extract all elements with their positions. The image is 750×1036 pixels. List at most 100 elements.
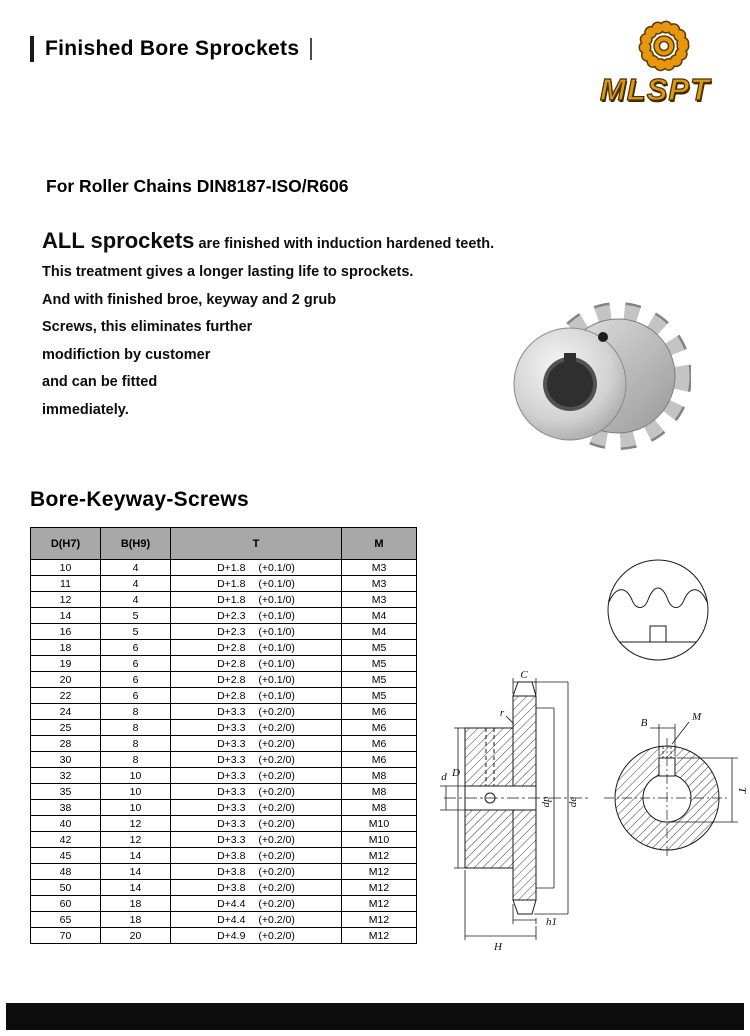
intro-line: and can be fitted <box>42 374 158 390</box>
table-row: 14 5 D+2.3(+0.1/0) M4 <box>30 607 417 624</box>
cell-bore: 16 <box>30 623 101 640</box>
cell-bore: 48 <box>30 863 101 880</box>
col-header-t: T <box>170 527 342 560</box>
intro-lead: ALL sprockets <box>42 228 195 253</box>
cell-screw: M12 <box>341 879 417 896</box>
cell-keyway: 12 <box>100 815 171 832</box>
intro-first-line: ALL sprockets are finished with inductio… <box>42 228 497 254</box>
cell-t-value: D+3.3 <box>217 769 246 782</box>
table-row: 12 4 D+1.8(+0.1/0) M3 <box>30 591 417 608</box>
cell-keyway: 6 <box>100 639 171 656</box>
cell-t: D+3.3(+0.2/0) <box>170 751 342 768</box>
intro-line: And with finished broe, keyway and 2 gru… <box>42 291 337 308</box>
dim-label-d: d <box>441 771 447 783</box>
cell-t: D+3.3(+0.2/0) <box>170 815 342 832</box>
cell-t-tolerance: (+0.1/0) <box>258 641 295 654</box>
section-title: Bore-Keyway-Screws <box>30 488 249 511</box>
cell-keyway: 4 <box>100 591 171 608</box>
cell-screw: M12 <box>341 863 417 880</box>
gear-logo-icon <box>638 20 690 72</box>
tooth-profile-diagram <box>607 559 709 661</box>
cell-keyway: 6 <box>100 687 171 704</box>
cell-t-tolerance: (+0.2/0) <box>258 769 295 782</box>
cell-t: D+3.3(+0.2/0) <box>170 783 342 800</box>
dim-label-D: D <box>451 767 460 779</box>
cell-t-value: D+3.3 <box>217 801 246 814</box>
cell-t: D+3.3(+0.2/0) <box>170 719 342 736</box>
cell-t: D+4.4(+0.2/0) <box>170 895 342 912</box>
cell-screw: M8 <box>341 783 417 800</box>
table-row: 40 12 D+3.3(+0.2/0) M10 <box>30 815 417 832</box>
table-row: 42 12 D+3.3(+0.2/0) M10 <box>30 831 417 848</box>
cell-screw: M3 <box>341 591 417 608</box>
table-row: 22 6 D+2.8(+0.1/0) M5 <box>30 687 417 704</box>
dim-label-dp: dp <box>540 796 552 808</box>
cell-t-tolerance: (+0.2/0) <box>258 705 295 718</box>
cell-keyway: 10 <box>100 799 171 816</box>
cell-keyway: 5 <box>100 623 171 640</box>
subtitle: For Roller Chains DIN8187-ISO/R606 <box>46 176 349 196</box>
table-row: 35 10 D+3.3(+0.2/0) M8 <box>30 783 417 800</box>
cell-t-value: D+2.3 <box>217 625 246 638</box>
cell-t-value: D+2.3 <box>217 609 246 622</box>
cell-screw: M4 <box>341 607 417 624</box>
table-row: 16 5 D+2.3(+0.1/0) M4 <box>30 623 417 640</box>
cell-bore: 14 <box>30 607 101 624</box>
dim-label-H: H <box>493 941 503 953</box>
table-row: 38 10 D+3.3(+0.2/0) M8 <box>30 799 417 816</box>
intro-lines: This treatment gives a longer lasting li… <box>42 263 497 419</box>
intro-line: Screws, this eliminates further <box>42 319 253 335</box>
intro-line: immediately. <box>42 401 129 418</box>
cell-bore: 25 <box>30 719 101 736</box>
cell-bore: 10 <box>30 559 101 576</box>
cell-t-value: D+4.4 <box>217 897 246 910</box>
cell-bore: 11 <box>30 575 101 592</box>
cell-t-value: D+3.3 <box>217 833 246 846</box>
table-row: 65 18 D+4.4(+0.2/0) M12 <box>30 911 417 928</box>
cell-t-value: D+3.3 <box>217 705 246 718</box>
cell-t: D+2.8(+0.1/0) <box>170 655 342 672</box>
cell-bore: 35 <box>30 783 101 800</box>
cell-t-tolerance: (+0.2/0) <box>258 753 295 766</box>
cell-t-value: D+2.8 <box>217 673 246 686</box>
table-row: 25 8 D+3.3(+0.2/0) M6 <box>30 719 417 736</box>
cell-screw: M6 <box>341 703 417 720</box>
cell-keyway: 14 <box>100 879 171 896</box>
intro-line: modifiction by customer <box>42 346 211 363</box>
dim-label-c: C <box>520 669 528 681</box>
bore-keyway-screws-table: D(H7) B(H9) T M 10 4 D+1.8(+0.1/0) M3 11… <box>30 527 417 944</box>
cell-keyway: 14 <box>100 863 171 880</box>
cell-t-value: D+3.8 <box>217 865 246 878</box>
cell-t: D+2.8 (+0.1/0) <box>170 671 342 688</box>
dim-label-T: T <box>736 787 748 794</box>
cell-t: D+3.8(+0.2/0) <box>170 879 342 896</box>
cell-keyway: 6 <box>100 655 171 672</box>
cell-keyway: 8 <box>100 751 171 768</box>
cell-t: D+4.4(+0.2/0) <box>170 911 342 928</box>
cell-t: D+2.8 (+0.1/0) <box>170 639 342 656</box>
table-row: 60 18 D+4.4(+0.2/0) M12 <box>30 895 417 912</box>
cell-t-tolerance: (+0.2/0) <box>258 737 295 750</box>
cell-t-value: D+2.8 <box>217 657 246 670</box>
cell-screw: M12 <box>341 895 417 912</box>
cell-t: D+2.3(+0.1/0) <box>170 607 342 624</box>
title-row: Finished Bore Sprockets <box>30 36 313 62</box>
cell-t-tolerance: (+0.1/0) <box>258 673 295 686</box>
sprocket-photo <box>513 302 691 450</box>
cell-screw: M10 <box>341 831 417 848</box>
cell-screw: M6 <box>341 751 417 768</box>
cell-keyway: 4 <box>100 575 171 592</box>
dim-label-B: B <box>641 717 648 729</box>
table-row: 70 20 D+4.9(+0.2/0) M12 <box>30 927 417 944</box>
cell-bore: 22 <box>30 687 101 704</box>
cell-t-value: D+1.8 <box>217 593 246 606</box>
cell-t-value: D+2.8 <box>217 641 246 654</box>
intro-line: This treatment gives a longer lasting li… <box>42 264 414 280</box>
cell-bore: 19 <box>30 655 101 672</box>
cell-t-tolerance: (+0.1/0) <box>258 625 295 638</box>
cell-keyway: 18 <box>100 895 171 912</box>
cell-t: D+3.8(+0.2/0) <box>170 847 342 864</box>
cell-bore: 12 <box>30 591 101 608</box>
cell-keyway: 18 <box>100 911 171 928</box>
title-tick-left <box>30 36 34 62</box>
